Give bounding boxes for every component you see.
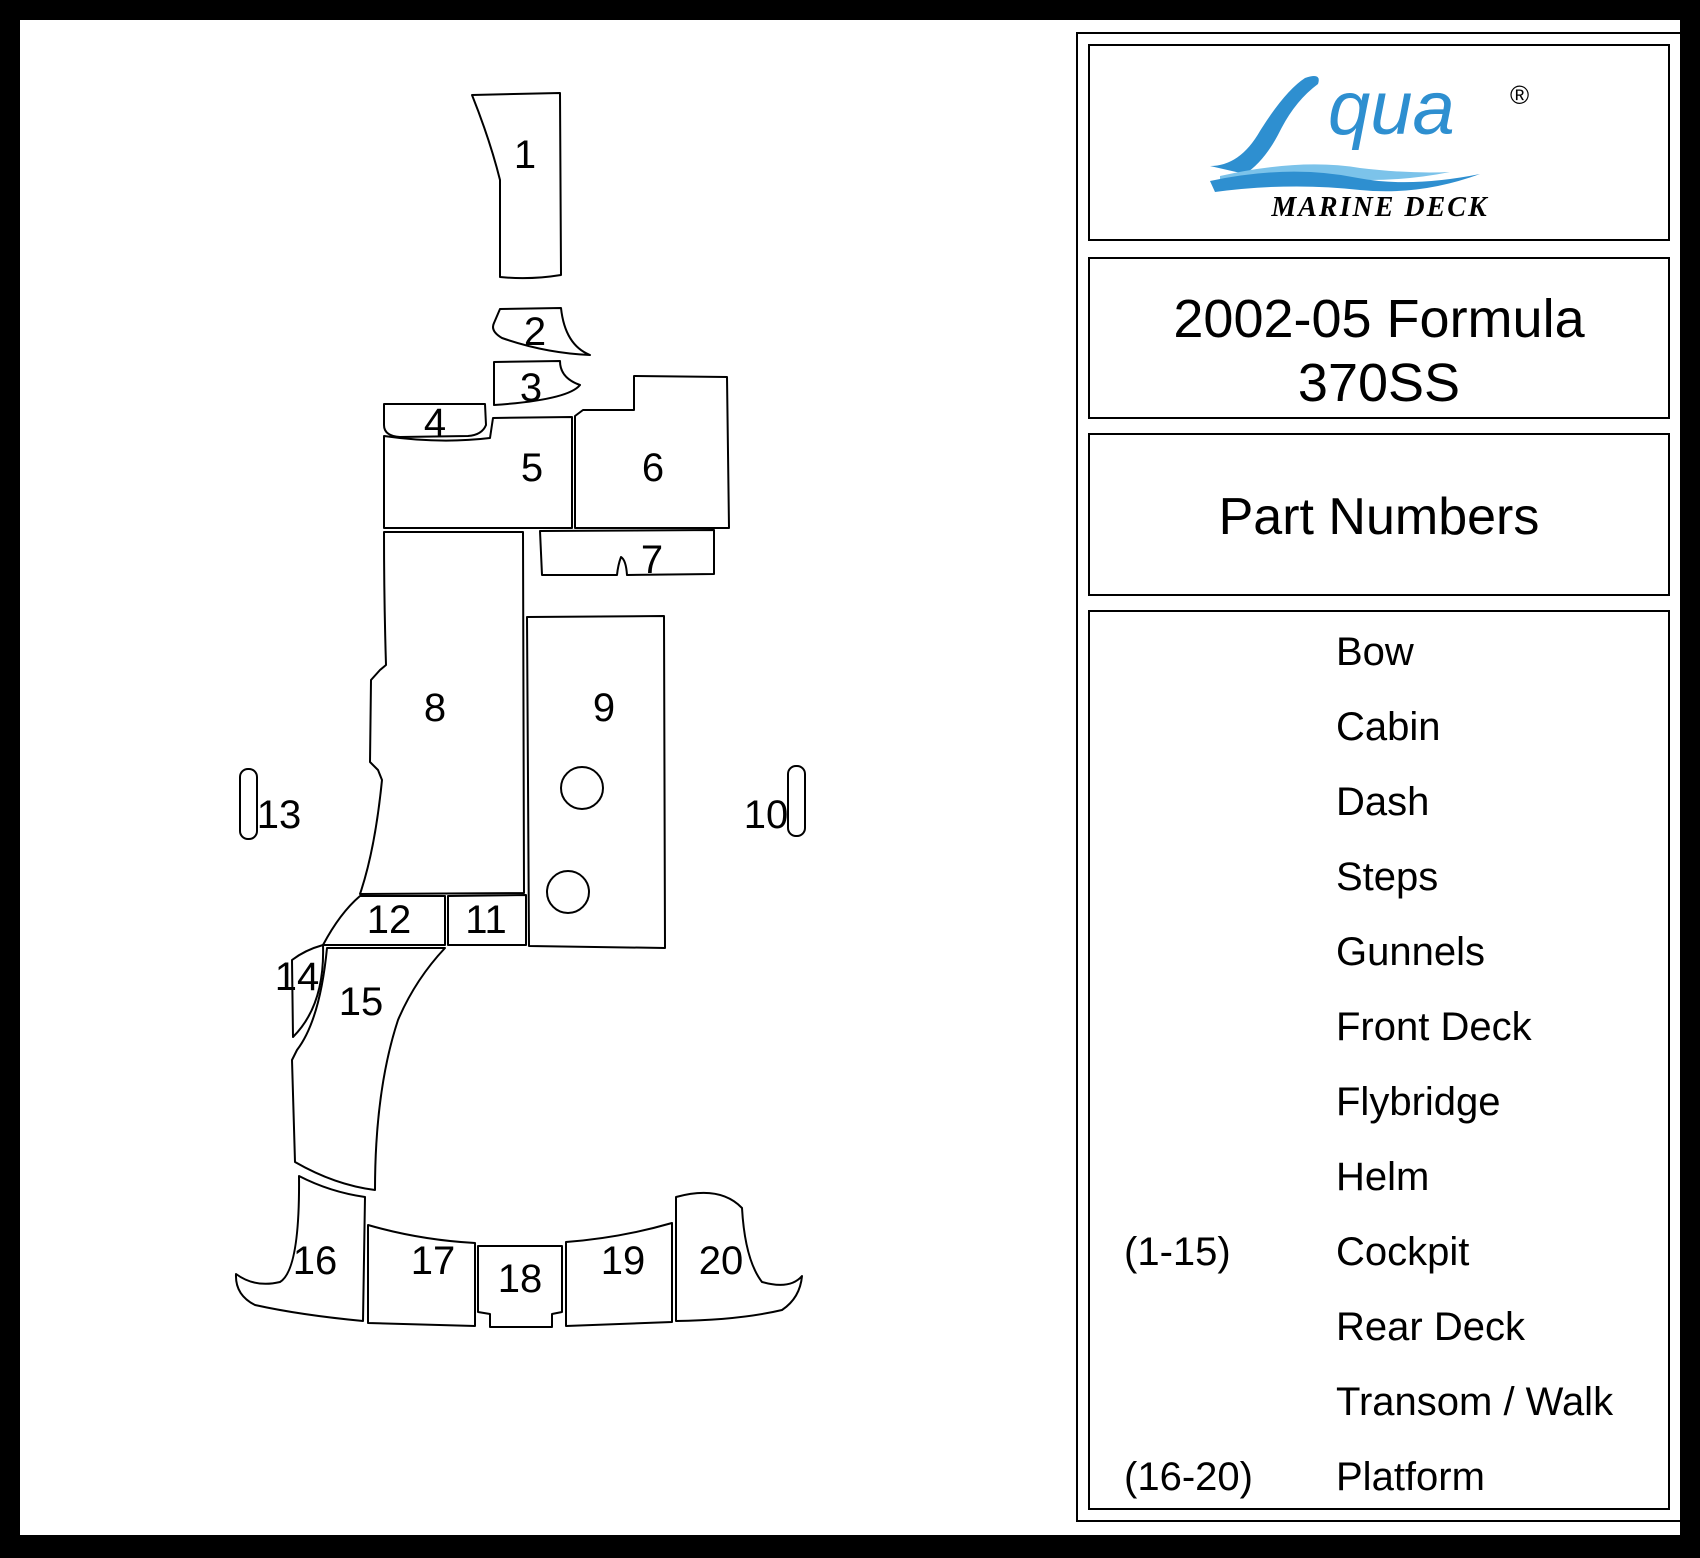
piece-16 <box>234 1175 366 1322</box>
piece-label-5: 5 <box>521 446 543 490</box>
piece-label-9: 9 <box>593 686 615 730</box>
piece-label-18: 18 <box>498 1257 543 1301</box>
area-list-box: Bow Cabin Dash Steps Gunnels Front Deck … <box>1088 610 1670 1510</box>
deck-layout-diagram: 1 2 3 4 5 6 7 8 9 10 11 12 <box>234 92 806 1328</box>
piece-1 <box>471 92 562 280</box>
area-name: Rear Deck <box>1336 1305 1525 1349</box>
area-row: Transom / Walk <box>1090 1374 1670 1434</box>
piece-label-11: 11 <box>465 898 507 942</box>
piece-label-3: 3 <box>520 366 542 410</box>
piece-3 <box>493 360 581 406</box>
area-name: Steps <box>1336 855 1439 899</box>
area-row: Rear Deck <box>1090 1299 1670 1359</box>
aqua-logo: qua ® MARINE DECK <box>1210 66 1529 223</box>
piece-label-15: 15 <box>339 980 384 1024</box>
piece-17 <box>367 1224 476 1327</box>
piece-label-8: 8 <box>424 686 446 730</box>
piece-2 <box>492 307 591 356</box>
area-row: (1-15) Cockpit <box>1090 1224 1670 1284</box>
piece-label-14: 14 <box>275 955 320 999</box>
piece-label-19: 19 <box>601 1239 646 1283</box>
piece-7 <box>539 529 715 576</box>
logo-wordmark: qua <box>1328 66 1455 151</box>
piece-15 <box>291 947 446 1191</box>
part-numbers-heading-box: Part Numbers <box>1088 433 1670 596</box>
piece-9-cutout-upper <box>560 766 604 810</box>
area-name: Front Deck <box>1336 1005 1532 1049</box>
model-title-box: 2002-05 Formula 370SS <box>1088 257 1670 419</box>
wave-swoosh-lower-icon <box>1210 171 1480 192</box>
piece-label-2: 2 <box>524 310 546 354</box>
area-row: Bow <box>1090 624 1670 684</box>
piece-5 <box>383 416 573 529</box>
piece-label-10: 10 <box>744 793 789 837</box>
area-row: Gunnels <box>1090 924 1670 984</box>
model-title: 2002-05 Formula 370SS <box>1090 287 1668 415</box>
area-name: Bow <box>1336 630 1414 674</box>
piece-20 <box>675 1191 803 1322</box>
piece-10 <box>787 765 806 837</box>
logo-tagline: MARINE DECK <box>1270 192 1489 223</box>
area-name: Helm <box>1336 1155 1430 1199</box>
area-row: Helm <box>1090 1149 1670 1209</box>
area-row: Steps <box>1090 849 1670 909</box>
piece-label-13: 13 <box>257 793 302 837</box>
piece-13 <box>239 768 258 840</box>
registered-mark: ® <box>1510 80 1529 110</box>
area-name: Dash <box>1336 780 1430 824</box>
piece-14 <box>291 944 325 1038</box>
area-row: Flybridge <box>1090 1074 1670 1134</box>
area-row: Cabin <box>1090 699 1670 759</box>
piece-label-1: 1 <box>514 133 536 177</box>
area-range: (1-15) <box>1124 1230 1231 1274</box>
piece-label-12: 12 <box>367 898 412 942</box>
piece-19 <box>565 1222 673 1327</box>
area-row: Front Deck <box>1090 999 1670 1059</box>
piece-6 <box>574 375 730 529</box>
drawing-sheet: 1 2 3 4 5 6 7 8 9 10 11 12 <box>20 20 1682 1535</box>
piece-11 <box>447 894 527 946</box>
area-name: Cabin <box>1336 705 1441 749</box>
area-name: Gunnels <box>1336 930 1485 974</box>
wave-swoosh-icon <box>1210 76 1319 174</box>
area-row: Dash <box>1090 774 1670 834</box>
piece-label-17: 17 <box>411 1239 456 1283</box>
piece-4 <box>383 403 487 438</box>
piece-label-6: 6 <box>642 446 664 490</box>
area-name: Cockpit <box>1336 1230 1470 1274</box>
piece-label-16: 16 <box>293 1239 338 1283</box>
info-panel <box>1076 32 1682 1522</box>
piece-12 <box>322 895 446 946</box>
area-name: Flybridge <box>1336 1080 1501 1124</box>
piece-label-4: 4 <box>424 401 446 445</box>
piece-18 <box>477 1245 563 1328</box>
part-numbers-heading: Part Numbers <box>1218 488 1540 546</box>
model-title-line2: 370SS <box>1297 353 1461 413</box>
piece-9-cutout-lower <box>546 870 590 914</box>
brand-logo-box: qua ® MARINE DECK <box>1088 44 1670 241</box>
model-title-line1: 2002-05 Formula <box>1173 289 1585 349</box>
area-row: (16-20) Platform <box>1090 1449 1670 1509</box>
area-name: Transom / Walk <box>1336 1380 1614 1424</box>
piece-8 <box>359 531 525 895</box>
piece-label-20: 20 <box>699 1239 744 1283</box>
area-range: (16-20) <box>1124 1455 1253 1499</box>
area-name: Platform <box>1336 1455 1485 1499</box>
piece-label-7: 7 <box>641 538 663 582</box>
